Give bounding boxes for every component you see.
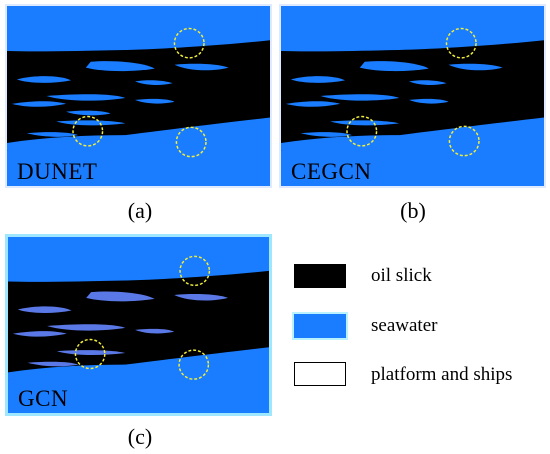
panel-b-caption: (b) <box>400 198 426 223</box>
panel-a-label: DUNET <box>17 159 98 184</box>
panel-b-label: CEGCN <box>291 159 372 184</box>
legend-label-platform-and-ships: platform and ships <box>371 364 513 385</box>
panel-a-caption: (a) <box>127 198 153 223</box>
segmentation-map-c <box>8 237 269 413</box>
panel-a-dunet-segmentation: DUNET <box>5 4 272 188</box>
panel-c-gcn-segmentation: GCN <box>5 234 272 416</box>
legend-swatch-platform-and-ships <box>294 362 346 386</box>
panel-c-label: GCN <box>18 386 69 411</box>
panel-c-caption: (c) <box>127 424 153 449</box>
legend-swatch-seawater <box>292 312 348 340</box>
legend-label-oil-slick: oil slick <box>371 265 432 286</box>
segmentation-map-b <box>281 6 544 186</box>
segmentation-map-a <box>7 6 270 186</box>
panel-b-cegcn-segmentation: CEGCN <box>279 4 546 188</box>
legend-label-seawater: seawater <box>371 315 438 336</box>
legend-swatch-oil-slick <box>294 264 346 288</box>
